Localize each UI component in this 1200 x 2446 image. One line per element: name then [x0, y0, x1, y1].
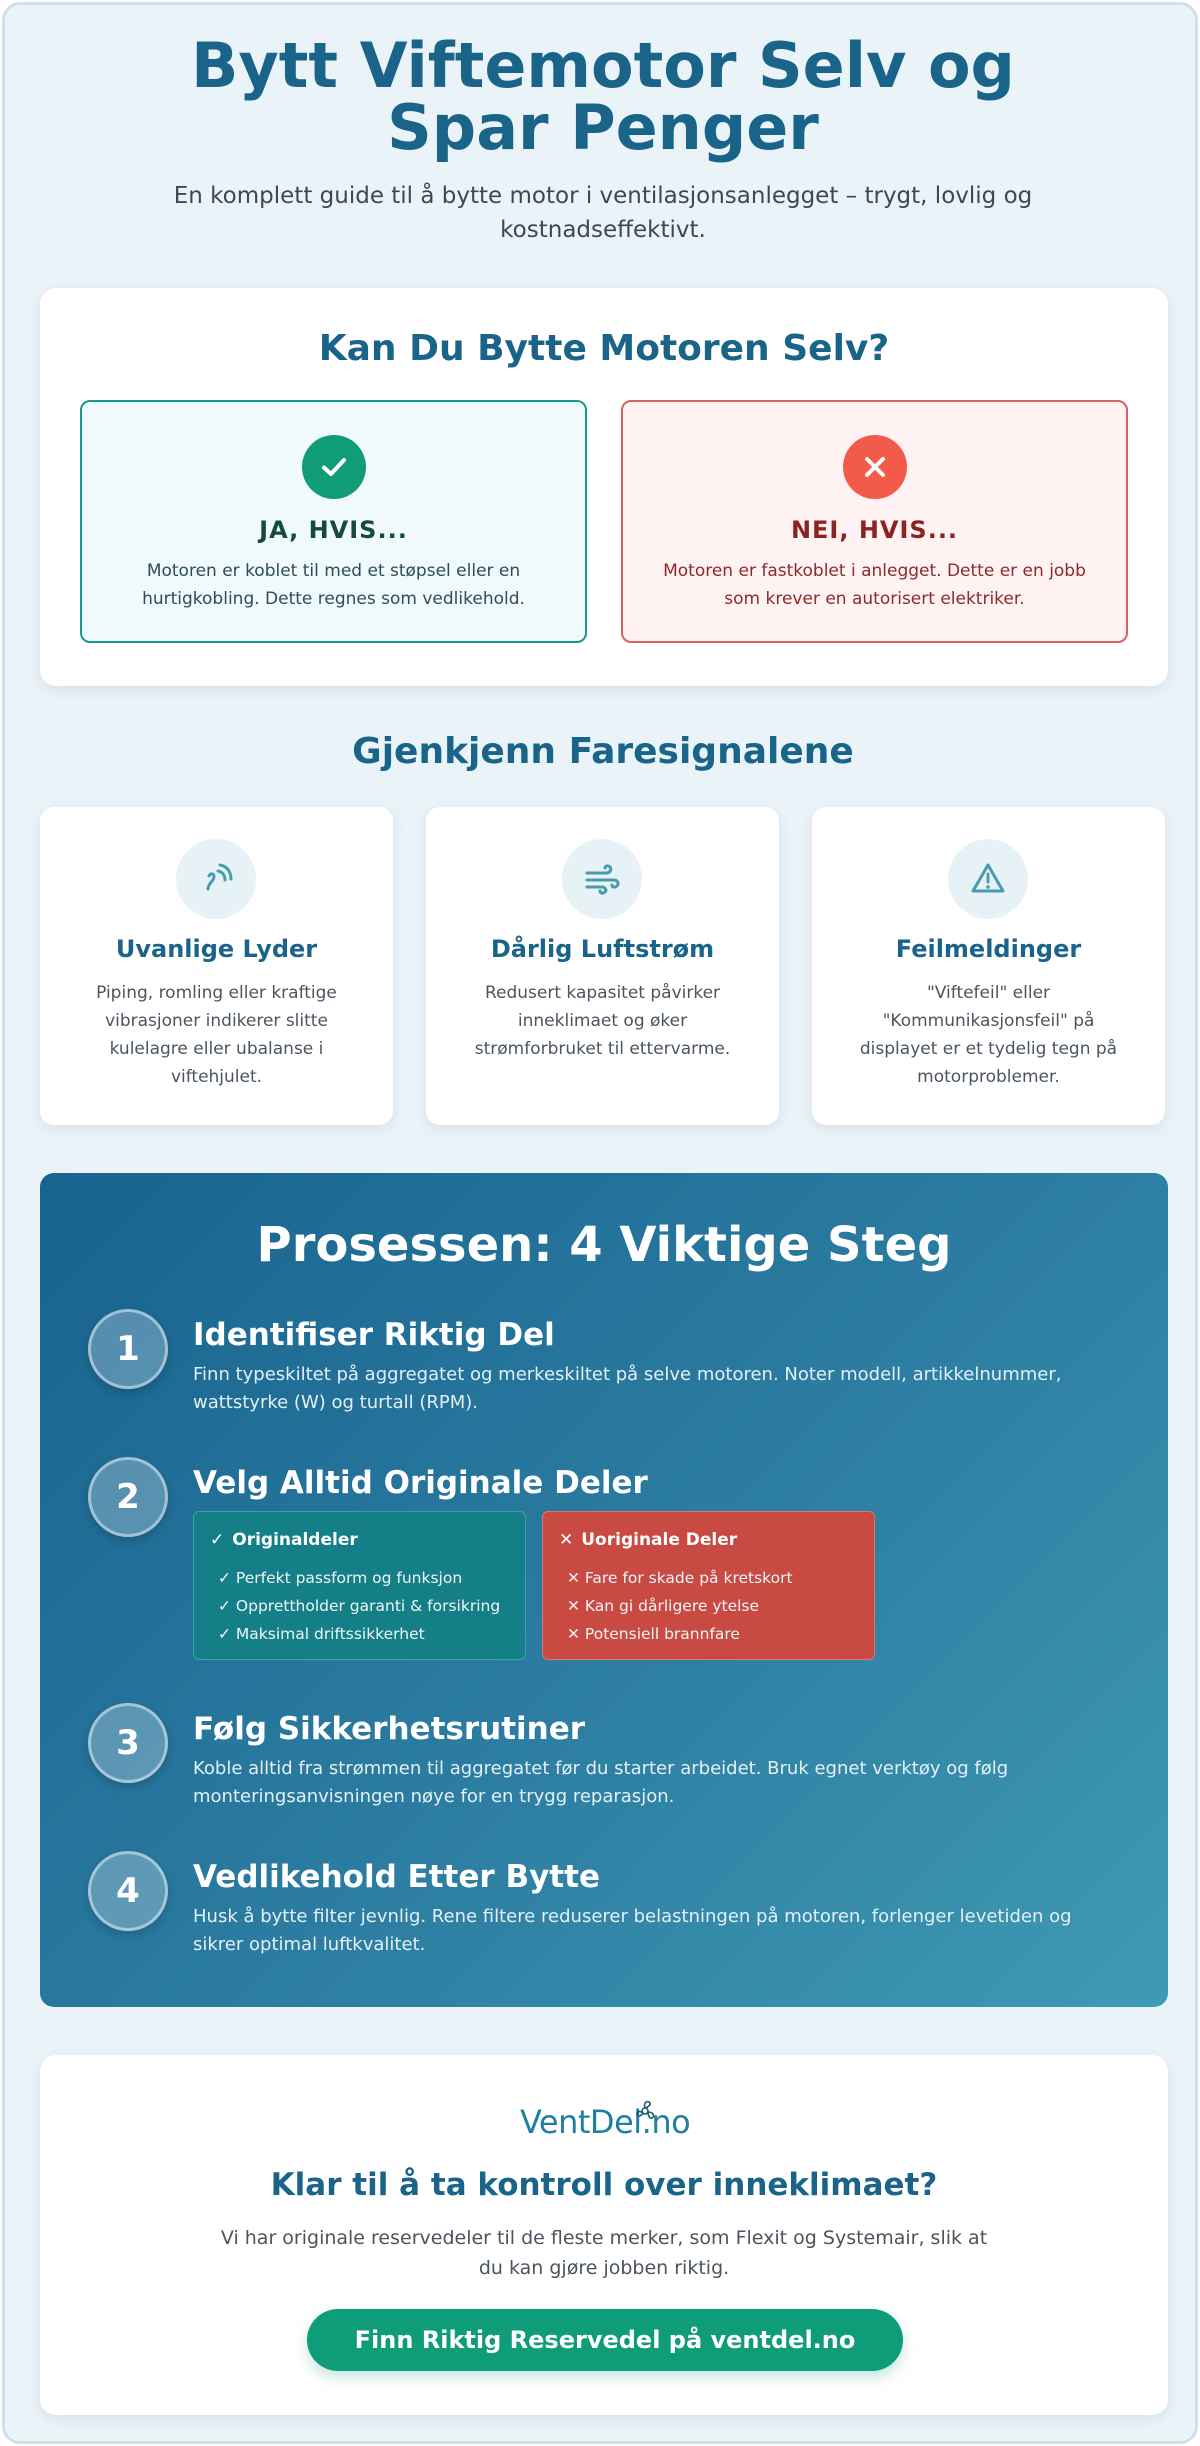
no-text: Motoren er fastkoblet i anlegget. Dette …: [663, 561, 1086, 609]
signal-text: "Viftefeil" eller "Kommunikasjonsfeil" p…: [859, 983, 1118, 1087]
non-original-parts-title: Uoriginale Deler: [581, 1530, 738, 1550]
list-item: ✕ Fare for skade på kretskort: [567, 1569, 793, 1587]
list-item: ✓ Perfekt passform og funksjon: [218, 1569, 463, 1587]
step-number: 1: [88, 1309, 168, 1389]
logo-text: VentDel.no: [520, 2103, 691, 2141]
yes-text: Motoren er koblet til med et støpsel ell…: [142, 561, 525, 609]
cta-card: VentDel.no Klar til å ta kontroll over i…: [40, 2055, 1168, 2415]
self-check-title: Kan Du Bytte Motoren Selv?: [318, 328, 890, 369]
non-original-parts-box: ✕ Uoriginale Deler ✕ Fare for skade på kr…: [542, 1511, 875, 1660]
step-number: 2: [88, 1457, 168, 1537]
signals-title: Gjenkjenn Faresignalene: [352, 731, 854, 772]
page-subtitle: En komplett guide til å bytte motor i ve…: [173, 183, 1033, 243]
process-title: Prosessen: 4 Viktige Steg: [256, 1217, 952, 1273]
check-icon: ✓: [210, 1530, 225, 1550]
page-title: Bytt Viftemotor Selv og Spar Penger: [191, 29, 1015, 164]
ventdel-logo[interactable]: VentDel.no: [520, 2097, 691, 2145]
step-title: Vedlikehold Etter Bytte: [193, 1859, 600, 1895]
signal-card-sounds: Uvanlige Lyder Piping, romling eller kra…: [40, 807, 393, 1125]
process-section: Prosessen: 4 Viktige Steg 1 Identifiser …: [40, 1173, 1168, 2007]
fan-icon: [636, 2100, 655, 2119]
step-number: 4: [88, 1851, 168, 1931]
step-number: 3: [88, 1703, 168, 1783]
step-title: Følg Sikkerhetsrutiner: [193, 1711, 586, 1747]
list-item: ✓ Maksimal driftssikkerhet: [218, 1625, 425, 1643]
signal-card-errors: Feilmeldinger "Viftefeil" eller "Kommuni…: [812, 807, 1165, 1125]
check-icon: [302, 435, 366, 499]
yes-box: JA, HVIS... Motoren er koblet til med et…: [80, 400, 587, 643]
cta-title: Klar til å ta kontroll over inneklimaet?: [270, 2167, 938, 2203]
signal-text: Piping, romling eller kraftige vibrasjon…: [96, 983, 337, 1087]
list-item: ✕ Potensiell brannfare: [567, 1625, 740, 1643]
warning-triangle-icon: [948, 839, 1028, 919]
signal-card-airflow: Dårlig Luftstrøm Redusert kapasitet påvi…: [426, 807, 779, 1125]
signal-title: Uvanlige Lyder: [115, 935, 318, 963]
step-text: Koble alltid fra strømmen til aggregatet…: [193, 1758, 1009, 1807]
x-icon: ✕: [559, 1530, 574, 1550]
original-parts-box: ✓ Originaldeler ✓ Perfekt passform og fun…: [193, 1511, 526, 1660]
find-part-button[interactable]: Finn Riktig Reservedel på ventdel.no: [307, 2309, 903, 2371]
signal-text: Redusert kapasitet påvirker inneklimaet …: [474, 983, 731, 1059]
cta-text: Vi har originale reservedeler til de fle…: [220, 2227, 988, 2279]
no-title: NEI, HVIS...: [790, 516, 959, 544]
yes-title: JA, HVIS...: [259, 516, 408, 544]
list-item: ✓ Opprettholder garanti & forsikring: [218, 1597, 501, 1615]
signal-title: Dårlig Luftstrøm: [490, 935, 715, 963]
x-icon: [843, 435, 907, 499]
no-box: NEI, HVIS... Motoren er fastkoblet i anl…: [621, 400, 1128, 643]
signal-title: Feilmeldinger: [895, 935, 1082, 963]
step-text: Husk å bytte filter jevnlig. Rene filter…: [193, 1906, 1072, 1955]
step-title: Identifiser Riktig Del: [193, 1317, 555, 1353]
wind-icon: [562, 839, 642, 919]
list-item: ✕ Kan gi dårligere ytelse: [567, 1597, 760, 1615]
hero: Bytt Viftemotor Selv og Spar Penger En k…: [5, 35, 1200, 247]
self-check-card: Kan Du Bytte Motoren Selv? JA, HVIS... M…: [40, 288, 1168, 686]
original-parts-title: Originaldeler: [232, 1530, 358, 1550]
step-text: Finn typeskiltet på aggregatet og merkes…: [193, 1364, 1062, 1413]
sound-waves-icon: [176, 839, 256, 919]
step-title: Velg Alltid Originale Deler: [193, 1465, 648, 1501]
